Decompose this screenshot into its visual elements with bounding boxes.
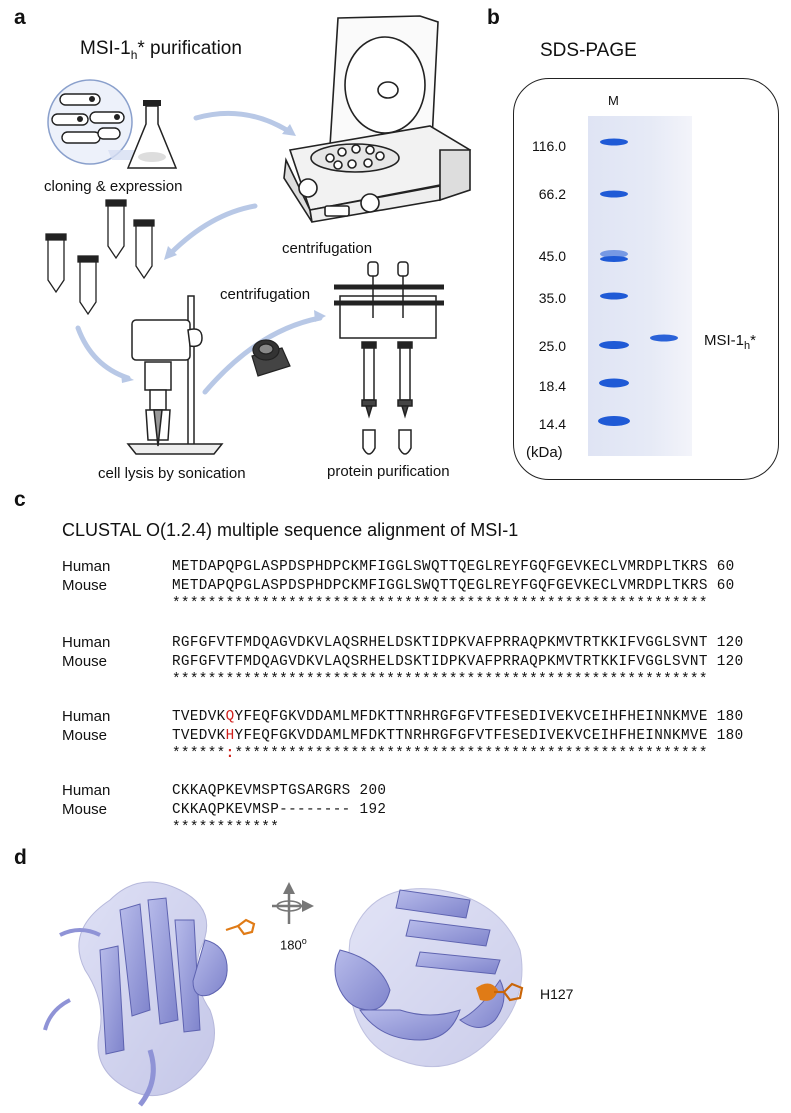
sonicator-icon	[126, 295, 224, 455]
protein-structure-front	[43, 881, 228, 1107]
marker-18: 18.4	[538, 378, 566, 394]
mini-centrifuge-icon	[251, 339, 291, 377]
mutation-residue-mouse: H	[225, 728, 235, 744]
residue-sidechain-back	[476, 982, 524, 1002]
flask-icon	[126, 100, 178, 169]
mutation-residue-human: Q	[225, 709, 235, 725]
seq-human: TVEDVKQYFEQFGKVDDAMLMFDKTTNRHRGFGFVTFESE…	[172, 709, 744, 725]
marker-lane-label: M	[608, 93, 619, 108]
falcon-tubes-icon	[45, 199, 155, 316]
seq-name-mouse: Mouse	[62, 727, 108, 744]
purification-schematic	[45, 15, 472, 455]
kda-unit-label: (kDa)	[526, 444, 563, 461]
panel-c-label: c	[14, 488, 26, 511]
marker-bands	[598, 138, 630, 426]
seq-name-human: Human	[62, 782, 111, 799]
seq-mouse: TVEDVKHYFEQFGKVDDAMLMFDKTTNRHRGFGFVTFESE…	[172, 728, 744, 744]
seq-name-mouse: Mouse	[62, 801, 108, 818]
purification-columns-icon	[334, 261, 444, 455]
panel-a-label: a	[14, 6, 26, 29]
alignment-title: CLUSTAL O(1.2.4) multiple sequence align…	[62, 520, 519, 540]
marker-116: 116.0	[532, 138, 566, 154]
seq-mouse: RGFGFVTFMDQAGVDKVLAQSRHELDSKTIDPKVAFPRRA…	[172, 654, 744, 670]
seq-name-human: Human	[62, 634, 111, 651]
protein-structure-back	[334, 888, 523, 1068]
marker-14: 14.4	[538, 416, 566, 432]
seq-name-human: Human	[62, 708, 111, 725]
seq-human: CKKAQPKEVMSPTGSARGRS 200	[172, 783, 387, 799]
gel-frame	[513, 78, 779, 480]
panel-b-label: b	[487, 6, 500, 29]
step-purification-label: protein purification	[327, 463, 450, 480]
step-lysis-label: cell lysis by sonication	[98, 465, 246, 482]
consensus-line: ************	[172, 820, 280, 836]
step-centrifugation-2-label: centrifugation	[220, 286, 311, 303]
centrifuge-icon	[283, 15, 472, 223]
panel-d-label: d	[14, 846, 27, 869]
seq-name-mouse: Mouse	[62, 653, 108, 670]
seq-human: METDAPQPGLASPDSPHDPCKMFIGGLSWQTTQEGLREYF…	[172, 559, 735, 575]
consensus-line: ****************************************…	[172, 596, 708, 612]
seq-mouse: METDAPQPGLASPDSPHDPCKMFIGGLSWQTTQEGLREYF…	[172, 578, 735, 594]
panel-a-title: MSI-1h* purification	[80, 38, 242, 62]
gel-image	[588, 116, 692, 456]
panel-b-title: SDS-PAGE	[540, 40, 637, 61]
marker-25: 25.0	[538, 338, 566, 354]
consensus-line: ******:*********************************…	[172, 746, 708, 762]
rotation-angle-label: 180o	[280, 936, 307, 953]
flow-arrows	[75, 110, 323, 395]
marker-35: 35.0	[538, 290, 566, 306]
protein-structure-image	[43, 881, 524, 1107]
seq-name-mouse: Mouse	[62, 577, 108, 594]
consensus-line: ****************************************…	[172, 672, 708, 688]
marker-66: 66.2	[538, 186, 566, 202]
msi1-band-label: MSI-1h*	[704, 332, 756, 352]
mutation-marker: :	[225, 746, 235, 762]
step-cloning-label: cloning & expression	[44, 178, 183, 195]
msi1-band	[650, 334, 678, 342]
seq-name-human: Human	[62, 558, 111, 575]
rotation-arrow-icon	[272, 882, 314, 924]
residue-h127-label: H127	[540, 986, 574, 1002]
seq-mouse: CKKAQPKEVMSP-------- 192	[172, 802, 387, 818]
marker-45: 45.0	[538, 248, 566, 264]
seq-human: RGFGFVTFMDQAGVDKVLAQSRHELDSKTIDPKVAFPRRA…	[172, 635, 744, 651]
residue-sidechain-front	[225, 918, 256, 936]
step-centrifugation-label: centrifugation	[282, 240, 373, 257]
